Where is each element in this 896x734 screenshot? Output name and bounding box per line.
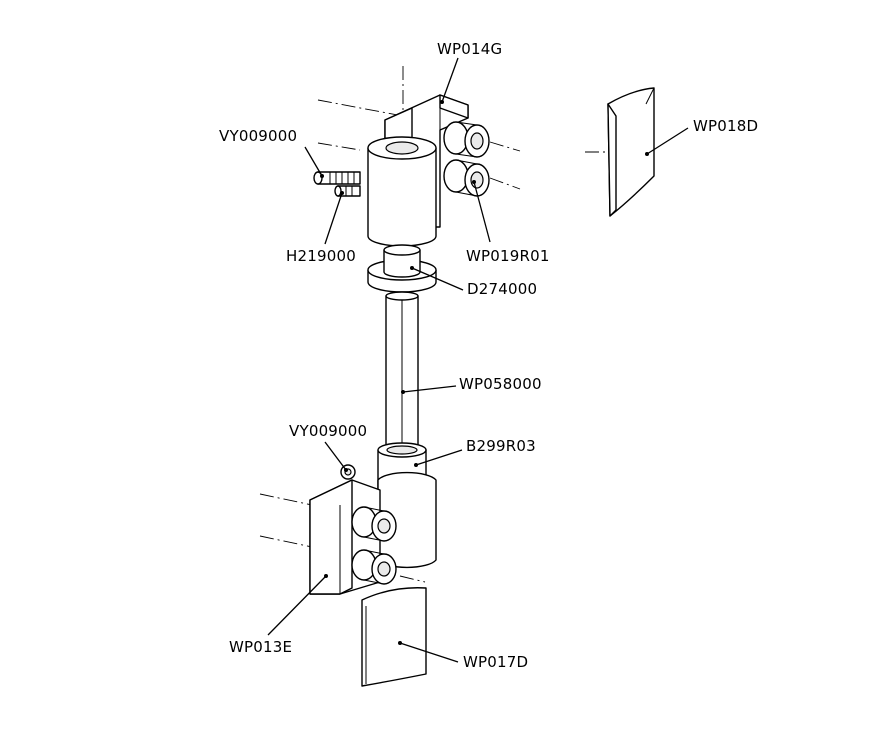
label-wp018d: WP018D (693, 117, 758, 135)
pad-wp018d (607, 87, 655, 217)
top-bracket-wp014g (367, 94, 490, 247)
bottom-bracket-wp013e (309, 471, 437, 595)
label-wp013e: WP013E (229, 638, 292, 656)
shaft-wp058000 (385, 291, 419, 451)
nut-d274000 (367, 244, 437, 293)
pad-wp017d (361, 587, 427, 687)
label-wp017d: WP017D (463, 653, 528, 671)
grub-screw-h219000 (334, 185, 361, 197)
label-d274000: D274000 (467, 280, 537, 298)
leader-lines (267, 57, 689, 663)
label-wp058000: WP058000 (459, 375, 542, 393)
label-wp014g: WP014G (437, 40, 502, 58)
label-b299r03: B299R03 (466, 437, 536, 455)
label-vy009000-top: VY009000 (219, 127, 297, 145)
label-vy009000-bottom: VY009000 (289, 422, 367, 440)
label-h219000: H219000 (286, 247, 356, 265)
label-wp019r01: WP019R01 (466, 247, 550, 265)
